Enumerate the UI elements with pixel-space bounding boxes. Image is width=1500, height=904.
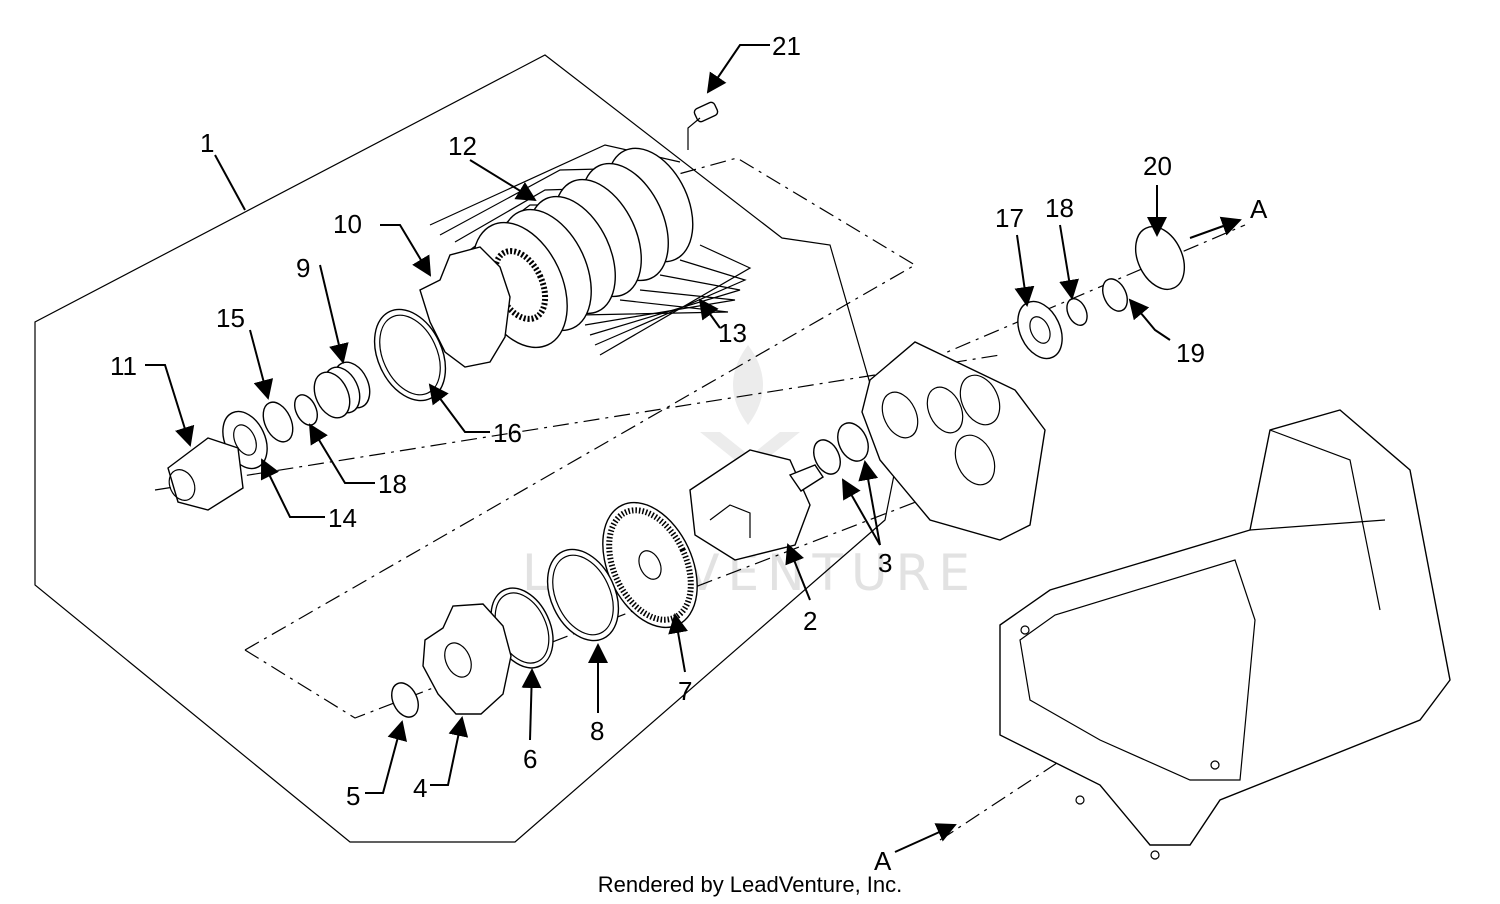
callout-15: 15 xyxy=(216,303,245,333)
part-20-ring xyxy=(1134,225,1186,291)
part-19-ring xyxy=(1102,278,1128,312)
cover-plate xyxy=(861,341,1046,541)
callout-18-left: 18 xyxy=(378,469,407,499)
leader-lines xyxy=(145,44,1242,853)
callout-11: 11 xyxy=(110,351,137,381)
part-15-ring xyxy=(262,401,294,443)
callout-a-bottom: A xyxy=(874,846,892,876)
callout-10: 10 xyxy=(333,209,362,239)
clutch-plates xyxy=(472,147,694,349)
callout-16: 16 xyxy=(493,418,522,448)
callout-14: 14 xyxy=(328,503,357,533)
callout-12: 12 xyxy=(448,131,477,161)
callout-18-right: 18 xyxy=(1045,193,1074,223)
part-2-drum xyxy=(689,449,824,561)
callout-19: 19 xyxy=(1176,338,1205,368)
callout-21: 21 xyxy=(772,31,801,61)
callout-labels: 21 1 12 10 9 15 13 11 16 18 14 2 3 7 8 6… xyxy=(110,31,1268,876)
part-3-ring-a xyxy=(813,439,841,475)
transmission-housing xyxy=(999,409,1451,860)
part-18-washer-right xyxy=(1066,298,1088,326)
callout-9: 9 xyxy=(296,253,310,283)
part-4-plate xyxy=(422,603,512,715)
callout-7: 7 xyxy=(678,676,692,706)
part-17-bearing xyxy=(1017,300,1063,360)
callout-17: 17 xyxy=(995,203,1024,233)
part-9-spring xyxy=(313,361,371,419)
callout-13: 13 xyxy=(718,318,747,348)
callout-5: 5 xyxy=(346,781,360,811)
callout-1: 1 xyxy=(200,128,214,158)
part-10-plate xyxy=(419,246,511,368)
part-5-ring xyxy=(391,682,419,718)
part-11-gear xyxy=(167,437,244,511)
callout-6: 6 xyxy=(523,744,537,774)
callout-3: 3 xyxy=(878,548,892,578)
callout-4: 4 xyxy=(413,773,427,803)
callout-8: 8 xyxy=(590,716,604,746)
callout-a-top: A xyxy=(1250,194,1268,224)
part-21-fitting xyxy=(687,101,719,150)
callout-2: 2 xyxy=(803,606,817,636)
assembly-outline xyxy=(34,54,896,843)
callout-20: 20 xyxy=(1143,151,1172,181)
footer-credit: Rendered by LeadVenture, Inc. xyxy=(598,872,903,897)
